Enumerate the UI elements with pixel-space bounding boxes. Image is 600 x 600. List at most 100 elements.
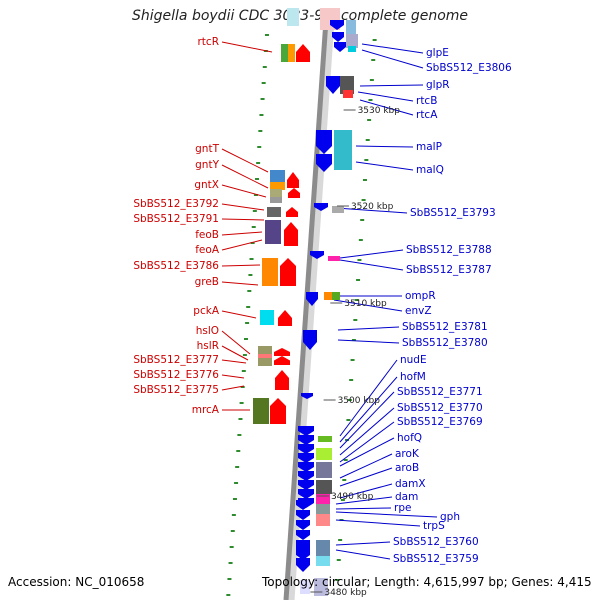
gene-block bbox=[270, 189, 282, 197]
scale-label: 3490 kbp bbox=[331, 492, 374, 502]
right-leader bbox=[355, 145, 414, 148]
right-leader bbox=[335, 511, 438, 518]
right-gene-label: malP bbox=[416, 141, 442, 153]
right-leader bbox=[361, 43, 424, 54]
right-gene-label: SbBS512_E3771 bbox=[397, 386, 483, 398]
left-leader bbox=[221, 374, 245, 379]
left-gene-label: greB bbox=[195, 276, 219, 288]
right-gene-label: SbBS512_E3781 bbox=[402, 321, 488, 333]
reverse-gene-arrow bbox=[298, 426, 314, 436]
gene-block bbox=[253, 398, 269, 424]
reverse-gene-arrow bbox=[298, 489, 314, 499]
reverse-gene-arrow bbox=[296, 530, 310, 540]
gene-block bbox=[316, 494, 330, 504]
left-gene-label: gntY bbox=[195, 159, 219, 171]
gene-block bbox=[270, 170, 285, 182]
right-leader bbox=[339, 421, 395, 463]
right-gene-label: nudE bbox=[400, 354, 427, 366]
right-gene-label: malQ bbox=[416, 164, 444, 176]
right-leader bbox=[339, 249, 404, 259]
right-gene-label: SbBS512_E3788 bbox=[406, 244, 492, 256]
left-gene-label: mrcA bbox=[192, 404, 220, 416]
reverse-gene-arrow bbox=[326, 76, 340, 94]
left-leader bbox=[221, 310, 257, 319]
right-leader bbox=[359, 99, 414, 116]
gene-block bbox=[334, 152, 352, 170]
left-gene-label: hslR bbox=[197, 340, 219, 352]
right-leader bbox=[339, 483, 393, 499]
right-gene-label: gph bbox=[440, 511, 460, 523]
left-gene-label: SbBS512_E3776 bbox=[133, 369, 219, 381]
label-leaders bbox=[221, 41, 438, 560]
gene-block bbox=[316, 540, 330, 558]
right-leader bbox=[339, 407, 395, 456]
reverse-gene-arrow bbox=[332, 32, 344, 42]
reverse-gene-arrow bbox=[296, 558, 310, 572]
right-leader bbox=[359, 84, 424, 87]
gene-block bbox=[334, 130, 352, 154]
reverse-gene-arrow bbox=[303, 330, 317, 350]
right-leader bbox=[337, 339, 400, 344]
left-gene-label: rtcR bbox=[197, 36, 219, 48]
right-leader bbox=[337, 326, 400, 331]
gene-block bbox=[343, 90, 353, 98]
forward-gene-arrow bbox=[274, 356, 290, 365]
right-leader bbox=[335, 207, 408, 214]
reverse-gene-arrow bbox=[298, 453, 314, 463]
right-gene-labels: glpESbBS512_E3806glpRrtcBrtcAmalPmalQSbB… bbox=[393, 47, 512, 565]
gene-block bbox=[281, 44, 288, 62]
genome-backbone bbox=[283, 19, 329, 600]
left-leader bbox=[221, 164, 269, 189]
right-leader bbox=[339, 359, 398, 437]
left-gene-label: SbBS512_E3777 bbox=[133, 354, 219, 366]
gene-block bbox=[332, 292, 340, 300]
right-gene-label: hofQ bbox=[397, 432, 422, 444]
reverse-gene-arrow bbox=[296, 510, 310, 520]
gene-block bbox=[328, 256, 340, 261]
forward-gene-arrow bbox=[274, 348, 290, 356]
gene-block bbox=[332, 206, 344, 213]
right-leader bbox=[339, 259, 404, 271]
gene-block bbox=[270, 182, 285, 190]
right-gene-label: aroK bbox=[395, 448, 420, 460]
right-gene-label: rtcB bbox=[416, 95, 437, 107]
right-gene-label: SbBS512_E3780 bbox=[402, 337, 488, 349]
reverse-gene-arrow bbox=[298, 471, 314, 481]
gene-block bbox=[346, 34, 358, 48]
right-gene-label: SbBS512_E3769 bbox=[397, 416, 483, 428]
right-gene-label: SbBS512_E3787 bbox=[406, 264, 492, 276]
right-leader bbox=[335, 507, 392, 510]
accession-text: Accession: NC_010658 bbox=[8, 575, 145, 589]
left-leader bbox=[221, 385, 245, 391]
left-leader bbox=[221, 41, 273, 53]
reverse-gene-arrow bbox=[296, 520, 310, 530]
right-gene-label: trpS bbox=[423, 520, 445, 532]
left-leader bbox=[221, 203, 265, 211]
reverse-gene-arrow bbox=[296, 542, 310, 558]
right-leader bbox=[333, 299, 403, 312]
right-gene-label: SbBS512_E3770 bbox=[397, 402, 483, 414]
right-leader bbox=[335, 549, 391, 560]
forward-gene-arrow bbox=[280, 258, 296, 286]
gene-block bbox=[340, 76, 354, 94]
topology-text: Topology: circular; Length: 4,615,997 bp… bbox=[262, 575, 592, 589]
left-gene-label: feoB bbox=[195, 229, 219, 241]
left-leader bbox=[221, 281, 259, 286]
reverse-gene-arrow bbox=[298, 480, 314, 490]
left-leader bbox=[221, 218, 265, 221]
right-gene-label: aroB bbox=[395, 462, 419, 474]
forward-gene-arrow bbox=[296, 44, 310, 62]
gene-block bbox=[324, 292, 332, 300]
right-leader bbox=[339, 391, 395, 449]
gene-block bbox=[288, 44, 295, 62]
forward-gene-arrow bbox=[275, 370, 289, 390]
left-gene-label: feoA bbox=[195, 244, 220, 256]
gene-block bbox=[258, 354, 272, 358]
forward-gene-arrow bbox=[284, 222, 298, 246]
right-leader bbox=[335, 519, 421, 527]
left-leader bbox=[221, 330, 251, 355]
right-gene-label: glpE bbox=[426, 47, 449, 59]
forward-gene-arrow bbox=[286, 207, 298, 217]
gene-block bbox=[270, 197, 282, 203]
gene-block bbox=[265, 220, 281, 244]
